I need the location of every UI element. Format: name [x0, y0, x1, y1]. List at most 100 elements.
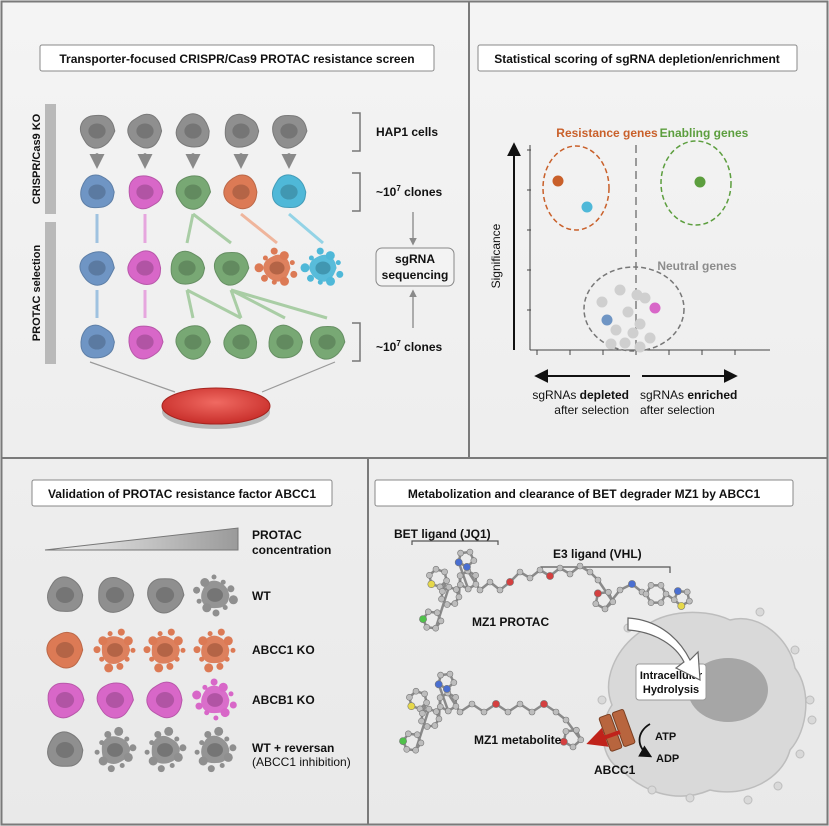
screen-arrows: [89, 153, 328, 320]
validation-cell-r0-c1: [98, 577, 135, 613]
conc-line2: concentration: [252, 543, 331, 557]
row-label-wt: WT: [252, 589, 271, 603]
validation-cell-r1-c3: [193, 628, 236, 673]
enabling-genes-label: Enabling genes: [660, 126, 749, 140]
resistance-dot-1: [552, 175, 564, 187]
neutral-dot-1: [614, 284, 626, 296]
validation-title-box: [31, 479, 333, 507]
protac-side-bar: [45, 222, 56, 364]
selection-cell-4: [254, 247, 298, 286]
clones-top-label: ~107 clones: [376, 184, 442, 199]
arrow-sel1-3: [192, 212, 232, 245]
cell-bleb-6: [647, 785, 657, 795]
validation-cell-r1-c0: [46, 631, 84, 669]
neutral-dot-0: [596, 296, 608, 308]
selection-cell-3: [213, 251, 250, 286]
arrow-sel2-2: [185, 289, 195, 319]
neutral-dot-9: [639, 292, 651, 304]
ko-clone-cell-2: [175, 175, 212, 210]
arrow-sel2-3: [186, 288, 242, 320]
validation-cell-r3-c0: [47, 731, 84, 767]
validation-cells: [46, 574, 238, 773]
validation-title: Validation of PROTAC resistance factor A…: [48, 487, 316, 501]
hydrolysis-line2: Hydrolysis: [643, 684, 699, 696]
hap1-label: HAP1 cells: [376, 125, 438, 139]
cell-bleb-5: [685, 793, 695, 803]
validation-cell-r3-c2: [144, 726, 187, 773]
bet-ligand-bracket: [411, 540, 499, 545]
atp-adp-arrow: [638, 723, 653, 758]
abcc1-label: ABCC1: [594, 763, 636, 777]
validation-cell-r0-c2: [147, 578, 185, 614]
neutral-dot-6: [644, 332, 656, 344]
panel-metabolism: Metabolization and clearance of BET degr…: [374, 479, 817, 805]
hap1-cell-4: [272, 114, 308, 149]
validation-cell-r0-c0: [47, 576, 84, 612]
row-label-abcc1-ko: ABCC1 KO: [252, 643, 315, 657]
metabolism-title: Metabolization and clearance of BET degr…: [408, 487, 761, 501]
clones-bottom-label: ~107 clones: [376, 339, 442, 354]
enabling-dot: [694, 176, 706, 188]
validation-cell-r2-c0: [47, 682, 85, 719]
dish-line-left: [89, 361, 176, 393]
molecules: [399, 548, 693, 754]
neutral-dot-8: [605, 338, 617, 350]
cell-bleb-8: [597, 695, 607, 705]
selection-cell-0: [79, 251, 115, 286]
mz1-protac-label: MZ1 PROTAC: [472, 615, 549, 629]
validation-cell-r1-c1: [93, 628, 136, 673]
scoring-title-box: [477, 44, 798, 72]
panel-screen: Transporter-focused CRISPR/Cas9 PROTAC r…: [31, 44, 455, 429]
hap1-cell-2: [175, 113, 210, 148]
bet-ligand-label: BET ligand (JQ1): [394, 527, 491, 541]
cell-bleb-4: [743, 795, 753, 805]
screen-title: Transporter-focused CRISPR/Cas9 PROTAC r…: [59, 52, 414, 66]
enabling-ellipse: [660, 140, 732, 226]
hap1-cell-1: [127, 113, 163, 149]
bracket-clones-top: [352, 172, 361, 212]
cell-nucleus: [688, 658, 768, 722]
resistance-dot-2: [581, 201, 593, 213]
enriched-label-line2: after selection: [640, 403, 715, 417]
neutral-genes-label: Neutral genes: [657, 259, 737, 273]
crispr-side-bar: [45, 104, 56, 214]
row-label-wt-reversan: WT + reversan: [252, 741, 334, 755]
dish-line-right: [261, 361, 336, 393]
selected-clone-cell-4: [268, 324, 304, 359]
arrow-sel1-4: [240, 212, 278, 245]
arrow-sel1-5: [288, 212, 324, 245]
petri-dish: [161, 387, 271, 425]
validation-cell-r2-c1: [96, 682, 134, 719]
selection-cell-5: [300, 247, 344, 286]
e3-ligand-label: E3 ligand (VHL): [553, 547, 642, 561]
ko-clone-cell-1: [128, 175, 164, 210]
depleted-label-line2: after selection: [554, 403, 629, 417]
selected-clone-cell-1: [128, 325, 164, 360]
scoring-title: Statistical scoring of sgRNA depletion/e…: [494, 52, 780, 66]
adp-label: ADP: [656, 753, 679, 765]
mz1-metabolite-molecule: [399, 670, 585, 754]
row-sublabel-inhibition: (ABCC1 inhibition): [252, 755, 351, 769]
validation-cell-r1-c2: [143, 628, 186, 673]
screen-title-box: [39, 44, 435, 72]
bracket-clones-bottom: [352, 322, 361, 362]
arrow-sel1-2: [185, 213, 195, 244]
concentration-wedge: [44, 527, 239, 551]
arrow-sel2-4: [229, 289, 243, 319]
validation-cell-r0-c3: [193, 574, 238, 617]
enriched-label: sgRNAs enriched: [640, 388, 737, 402]
validation-cell-r3-c3: [194, 726, 237, 773]
neutral-dot-blue: [601, 314, 613, 326]
selection-cell-1: [127, 250, 162, 286]
neutral-dot-4: [610, 324, 622, 336]
cell-bleb-1: [807, 715, 817, 725]
selected-clone-cell-3: [223, 324, 258, 360]
ko-clone-cell-4: [271, 174, 307, 208]
cell-bleb-10: [755, 607, 765, 617]
cell-bleb-11: [790, 645, 800, 655]
sgrna-line1: sgRNA: [395, 252, 435, 266]
cell-bleb-2: [795, 749, 805, 759]
